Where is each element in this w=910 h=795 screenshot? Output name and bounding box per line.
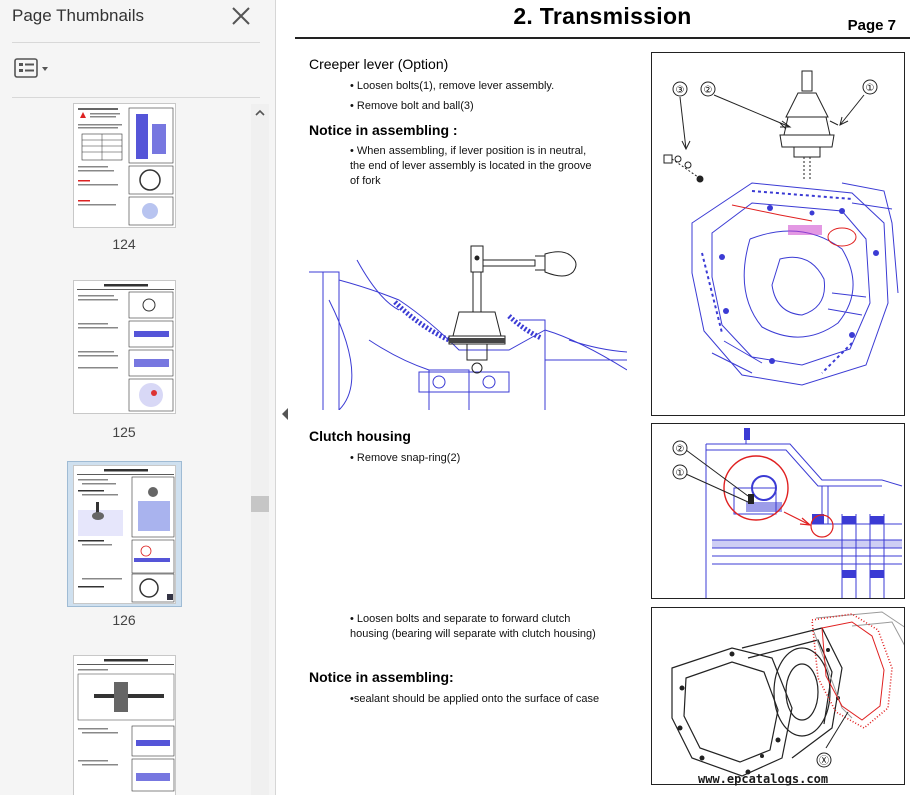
panel-title: Page Thumbnails bbox=[12, 6, 144, 25]
svg-text:①: ① bbox=[676, 468, 685, 479]
bullet-text: • Loosen bolts(1), remove lever assembly… bbox=[350, 80, 555, 92]
page-title: 2. Transmission bbox=[513, 3, 692, 29]
figure-housing-sealant: Ⓧ bbox=[651, 607, 905, 785]
bullet-text: of fork bbox=[350, 175, 381, 187]
close-icon[interactable] bbox=[229, 4, 253, 28]
figure-clutch-snapring: ② ① bbox=[651, 423, 905, 599]
svg-text:②: ② bbox=[704, 85, 713, 96]
scrollbar-thumb[interactable] bbox=[251, 496, 269, 512]
svg-text:①: ① bbox=[866, 83, 875, 94]
chevron-up-icon[interactable] bbox=[254, 106, 266, 118]
bullet-text: • When assembling, if lever position is … bbox=[350, 145, 587, 157]
page-thumbnail-126[interactable] bbox=[73, 465, 176, 604]
list-options-icon bbox=[14, 58, 38, 78]
chevron-down-icon bbox=[42, 67, 48, 71]
svg-text:③: ③ bbox=[676, 85, 685, 96]
thumbnail-label: 125 bbox=[112, 424, 136, 440]
page-thumbnail-127[interactable] bbox=[73, 655, 176, 795]
callout-2: ② bbox=[672, 440, 688, 456]
divider bbox=[12, 97, 260, 98]
bullet-text: • Loosen bolts and separate to forward c… bbox=[350, 613, 571, 625]
section-heading-notice: Notice in assembling : bbox=[309, 122, 458, 138]
callout-x: Ⓧ bbox=[816, 752, 832, 768]
section-heading-notice: Notice in assembling: bbox=[309, 669, 454, 685]
callout-3: ③ bbox=[672, 81, 688, 97]
bullet-text: • Remove snap-ring(2) bbox=[350, 452, 461, 464]
figure-creeper-exploded: ③ ② ① bbox=[651, 52, 905, 416]
callout-1: ① bbox=[672, 464, 688, 480]
callout-2: ② bbox=[700, 81, 716, 97]
lever-section-diagram bbox=[309, 240, 628, 411]
svg-text:Ⓧ: Ⓧ bbox=[819, 755, 829, 767]
thumbnails-panel: Page Thumbnails bbox=[0, 0, 276, 795]
divider bbox=[12, 42, 260, 43]
section-heading-creeper: Creeper lever (Option) bbox=[309, 56, 449, 72]
thumbnail-label: 124 bbox=[112, 236, 136, 252]
page-number: Page 7 bbox=[847, 17, 896, 34]
thumbnail-label: 126 bbox=[112, 612, 136, 628]
page-thumbnail-124[interactable] bbox=[73, 103, 176, 228]
callout-1: ① bbox=[862, 79, 878, 95]
document-page: 2. Transmission Page 7 Creeper lever (Op… bbox=[295, 0, 910, 795]
svg-text:②: ② bbox=[676, 444, 685, 455]
title-rule bbox=[295, 37, 910, 39]
thumbnail-options-button[interactable] bbox=[14, 57, 54, 81]
vertical-scrollbar[interactable] bbox=[251, 104, 269, 795]
bullet-text: • Remove bolt and ball(3) bbox=[350, 100, 474, 112]
bullet-text: housing (bearing will separate with clut… bbox=[350, 628, 596, 640]
bullet-text: •sealant should be applied onto the surf… bbox=[350, 693, 600, 705]
watermark-text: www.epcatalogs.com bbox=[698, 772, 829, 786]
triangle-left-icon[interactable] bbox=[279, 406, 291, 422]
bullet-text: the end of lever assembly is located in … bbox=[350, 160, 592, 172]
page-thumbnail-125[interactable] bbox=[73, 280, 176, 414]
section-heading-clutch: Clutch housing bbox=[309, 428, 411, 444]
